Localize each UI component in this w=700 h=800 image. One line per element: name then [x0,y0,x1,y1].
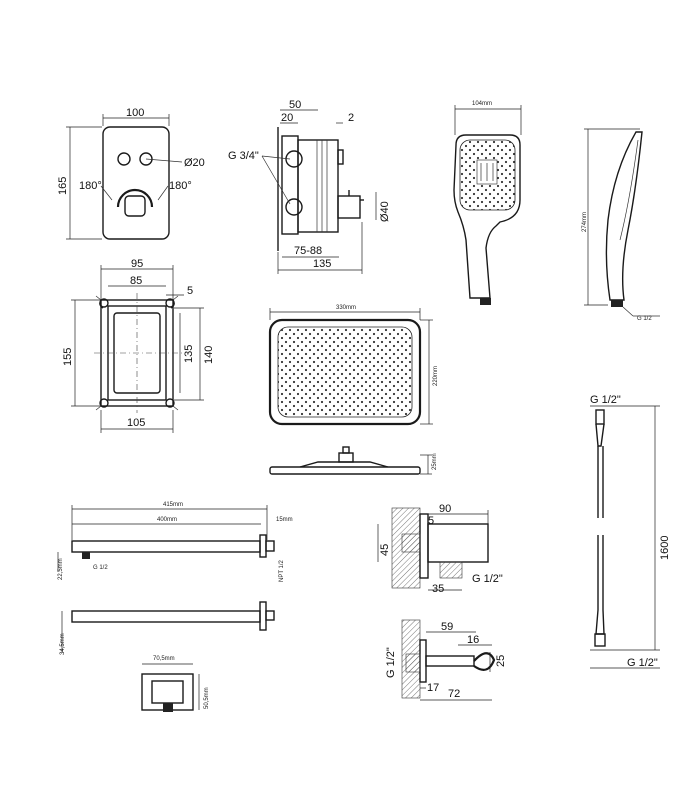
box-width-5-label: 5 [187,285,193,297]
hose-thread-top-label: G 1/2" [590,394,621,406]
box-width-95-label: 95 [131,258,143,270]
hand-shower-width-label: 104mm [472,101,492,107]
button-left [117,152,131,166]
box-width-105-label: 105 [127,417,145,429]
arm-tube [71,540,261,553]
panel-width-label: 100 [126,107,144,119]
dim-50-label: 50 [289,99,301,111]
elbow-w35-label: 35 [432,583,444,595]
elbow-thread-label: G 1/2" [472,573,503,585]
holder-thread-label: G 1/2" [385,647,397,678]
flange-height-label: 50,5mm [204,687,210,709]
arm-total-label: 415mm [163,502,183,508]
holder-w17-label: 17 [427,682,439,694]
dim-20-label: 20 [281,112,293,124]
hand-shower-side: 274mm G 1/2 [582,128,660,322]
arm-thread-left-label: G 1/2 [93,565,108,571]
hand-shower-profile [605,131,643,301]
dim-75-88-label: 75-88 [294,245,322,257]
shower-arm-top: 415mm 400mm 15mm 22,5mm G 1/2 NPT 1/2 [57,502,293,582]
elbow-w5-label: 5 [428,515,434,527]
hose-thread-bottom-label: G 1/2" [627,657,658,669]
hand-shower-body [453,134,521,299]
knob [124,195,146,217]
hand-shower-length-label: 274mm [582,212,588,232]
rain-head-outline [268,318,422,426]
elbow-h45-label: 45 [379,544,391,556]
elbow-w90-label: 90 [439,503,451,515]
hand-shower-front: 104mm [453,101,522,305]
shower-hose: G 1/2" 1600 G 1/2" [590,394,671,669]
arm-thread-right-label: NPT 1/2 [279,559,285,582]
flange-width-label: 70,5mm [153,656,175,662]
rain-head-width-label: 330mm [336,305,356,311]
box-front-view: 95 85 5 155 135 140 105 [62,258,215,433]
rain-head-nozzles [277,326,413,418]
box-side-view: 50 20 2 G 3/4" Ø40 75-88 135 [228,99,391,274]
dim-2-label: 2 [348,112,354,124]
arm-flange-label: 15mm [276,517,293,523]
dim-40-label: Ø40 [379,201,391,222]
panel-height-label: 165 [57,177,69,195]
box-height-155-label: 155 [62,348,74,366]
box-width-85-label: 85 [130,275,142,287]
angle-left-label: 180° [79,180,102,192]
box-height-140-label: 140 [203,346,215,364]
holder-w16-label: 16 [467,634,479,646]
knob-arc [116,188,154,208]
rain-head-height-label: 25mm [432,453,438,470]
rain-head-top: 330mm 220mm [268,305,439,426]
hand-shower-thread-label: G 1/2 [637,316,652,322]
angle-right-label: 180° [169,180,192,192]
box-height-135-label: 135 [183,345,195,363]
shower-arm-side: 34,5mm [60,601,275,655]
hand-shower-connector [480,298,491,305]
hose-length-label: 1600 [659,536,671,560]
inlet-top [285,150,303,168]
arm-drop-label: 22,5mm [58,558,64,580]
holder-h25-label: 25 [495,655,507,667]
hole-diameter-label: Ø20 [184,157,205,169]
thread-label: G 3/4" [228,150,259,162]
dim-135-label: 135 [313,258,331,270]
rain-head-depth-label: 220mm [433,366,439,386]
arm-flange-front: 70,5mm 50,5mm [141,656,210,712]
arm-length-label: 400mm [157,517,177,523]
arm-side-drop-label: 34,5mm [60,633,66,655]
panel-front-view: 100 165 Ø20 180° 180° [57,107,205,240]
button-right [139,152,153,166]
shower-holder: 59 16 G 1/2" 25 17 72 [385,619,507,701]
outlet-40 [337,195,361,219]
holder-w72-label: 72 [448,688,460,700]
holder-w59-label: 59 [441,621,453,633]
wall-elbow: 90 5 45 35 G 1/2" [377,503,503,595]
inlet-bottom [285,198,303,216]
rain-head-side: 25mm [269,446,438,475]
